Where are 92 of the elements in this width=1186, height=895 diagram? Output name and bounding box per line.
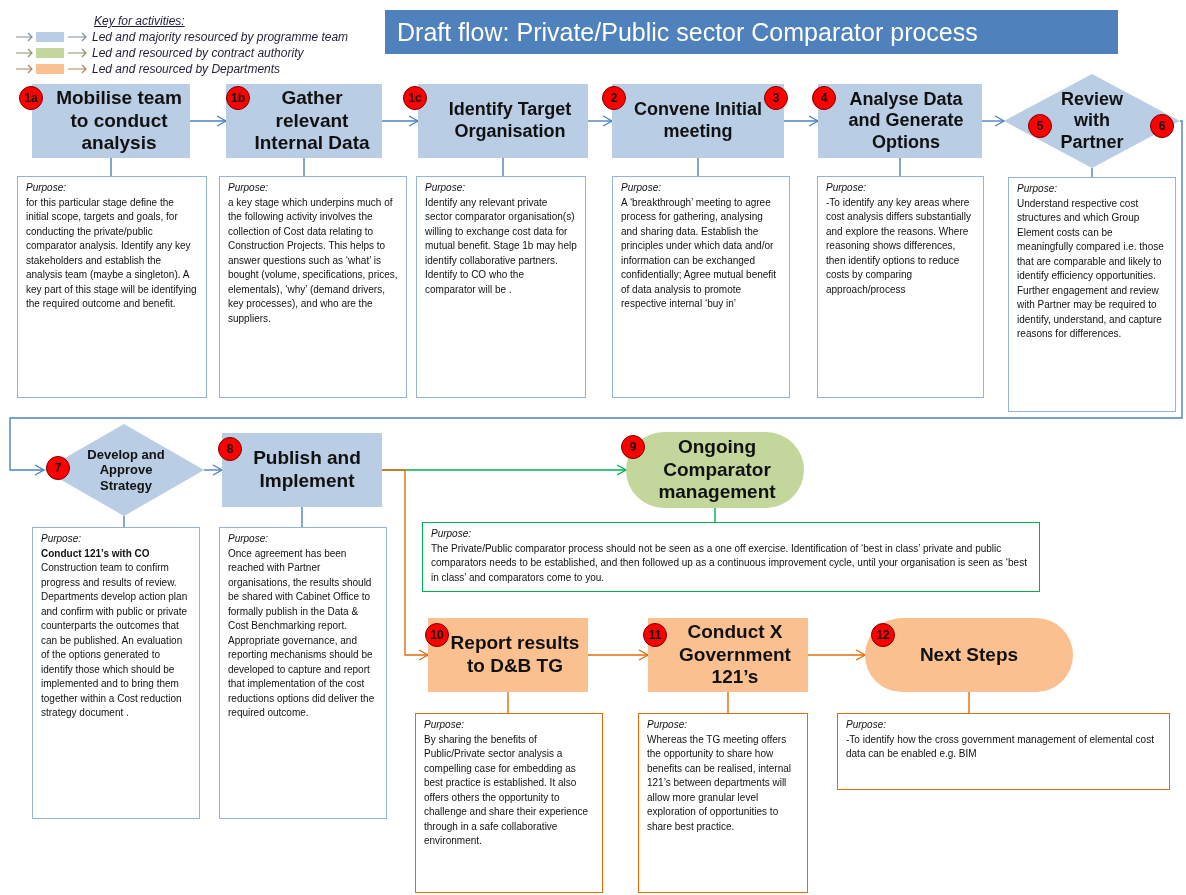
arrow bbox=[981, 115, 1005, 127]
purpose-text: By sharing the benefits of Public/Private sector analysis a compelling case for embedding as best practice is established. It also offers others the opportunity to challenge and share their experience through in a safe collaborative environment. bbox=[424, 732, 589, 848]
purpose-heading: Purpose: bbox=[846, 718, 888, 732]
purpose-box bbox=[612, 176, 790, 398]
purpose-heading: Purpose: bbox=[431, 527, 473, 541]
step-number-badge: 2 bbox=[602, 86, 626, 110]
purpose-text: The Private/Public comparator process should not be seen as a one off exercise. Identification of ‘best in class’ private and public comparators needs to be established, and then followed up as a continuous improvement cycle, until your organisation is seen as ‘best in class’ and comparators come to you. bbox=[431, 541, 1028, 585]
step-title: Convene Initial meeting bbox=[633, 99, 763, 143]
arrow bbox=[587, 115, 613, 127]
arrow bbox=[203, 464, 223, 476]
legend-text: Led and resourced by Departments bbox=[92, 61, 281, 76]
arrow bbox=[189, 115, 227, 127]
purpose-box bbox=[416, 176, 586, 398]
purpose-box bbox=[638, 713, 808, 893]
purpose-heading: Purpose: bbox=[424, 718, 466, 732]
step-number-badge: 1b bbox=[226, 86, 250, 110]
purpose-heading: Purpose: bbox=[228, 532, 270, 546]
purpose-heading: Purpose: bbox=[26, 181, 68, 195]
purpose-box bbox=[219, 176, 407, 398]
step-title: Report results to D&B TG bbox=[449, 632, 581, 678]
connector-line bbox=[899, 157, 901, 177]
purpose-heading: Purpose: bbox=[826, 181, 868, 195]
purpose-text: -To identify any key areas where cost analysis differs substantially and explore the reasons. Where reasoning shows differences, then identify options to reduce costs by comparing approach/process bbox=[826, 195, 972, 297]
purpose-box bbox=[1008, 177, 1176, 412]
connector-line bbox=[714, 507, 716, 523]
connector-line bbox=[110, 157, 112, 177]
connector-line bbox=[301, 506, 303, 528]
purpose-heading: Purpose: bbox=[41, 532, 83, 546]
step-title: Analyse Data and Generate Options bbox=[847, 88, 965, 154]
connector-line bbox=[1091, 167, 1093, 178]
step-title: Next Steps bbox=[919, 643, 1019, 667]
connector-line bbox=[502, 157, 504, 177]
step-title: Develop and Approve Strategy bbox=[86, 446, 166, 494]
step-title: Identify Target Organisation bbox=[447, 99, 573, 143]
process-box bbox=[226, 84, 382, 158]
connector-line bbox=[123, 515, 125, 528]
purpose-box bbox=[415, 713, 603, 893]
step-title: Review with Partner bbox=[1059, 88, 1125, 154]
purpose-box bbox=[837, 713, 1170, 790]
connector-line bbox=[507, 691, 509, 714]
legend-text: Led and majority resourced by programme team bbox=[92, 29, 349, 44]
connector-line bbox=[697, 157, 699, 177]
purpose-text: Once agreement has been reached with Partner organisations, the results should be shared with Cabinet Office to formally publish in the Data & Cost Benchmarking report. Appropriate governance, and reporting mechanisms should be developed to capture and report that implementation of the cost reductions options did deliver the required outcome. bbox=[228, 546, 376, 720]
purpose-heading: Purpose: bbox=[1017, 182, 1059, 196]
step-number-badge: 12 bbox=[871, 623, 895, 647]
step-number-badge: 7 bbox=[46, 456, 70, 480]
purpose-text: -To identify how the cross government management of elemental cost data can be enabled e.g. BIM bbox=[846, 732, 1155, 761]
step-title: Conduct X Government 121’s bbox=[678, 620, 792, 690]
step-number-badge: 3 bbox=[764, 86, 788, 110]
arrow bbox=[587, 649, 649, 661]
arrow bbox=[9, 120, 1183, 476]
purpose-heading: Purpose: bbox=[621, 181, 663, 195]
purpose-text: Understand respective cost structures and which Group Element costs can be meaningfully compared i.e. those that are comparable and likely to identify efficiency opportunities. Further engagement and review with Partner may be required to identify, understand, and capture reasons for differences. bbox=[1017, 196, 1165, 341]
connector-line bbox=[968, 691, 970, 714]
purpose-box bbox=[817, 176, 984, 398]
decision-diamond bbox=[1004, 74, 1180, 168]
step-number-badge: 4 bbox=[812, 86, 836, 110]
step-title: Publish and Implement bbox=[252, 447, 362, 493]
purpose-text: Conduct 121’s with CO Construction team to confirm progress and results of review. Departments develop action plan and confirm with public or private counterparts the outcomes that can be published. An evaluation of the options generated to identify those which should be implemented and to bring them together within a Cost reduction strategy document . bbox=[41, 546, 189, 720]
step-title: Ongoing Comparator management bbox=[657, 435, 777, 505]
arrow bbox=[381, 469, 429, 661]
step-number-badge: 8 bbox=[218, 437, 242, 461]
decision-diamond bbox=[44, 424, 204, 516]
step-number-badge: 1c bbox=[403, 86, 427, 110]
purpose-heading: Purpose: bbox=[425, 181, 467, 195]
step-number-badge: 10 bbox=[425, 623, 449, 647]
purpose-heading: Purpose: bbox=[647, 718, 689, 732]
title-banner: Draft flow: Private/Public sector Comparator process bbox=[385, 10, 1118, 54]
step-title: Mobilise team to conduct analysis bbox=[55, 86, 183, 156]
step-number-badge: 1a bbox=[19, 86, 43, 110]
process-box bbox=[428, 618, 588, 692]
purpose-text: Whereas the TG meeting offers the opportunity to share how benefits can be realised, internal 121’s between departments will allow more granular level exploration of opportunities to share best practice. bbox=[647, 732, 792, 834]
connector-line bbox=[303, 157, 305, 177]
legend-text: Led and resourced by contract authority bbox=[92, 45, 304, 60]
purpose-box bbox=[219, 527, 387, 819]
purpose-text: A ‘breakthrough’ meeting to agree process for gathering, analysing and sharing data. Establish the principles under which data and/or information can be exchanged confidentially; Agree mutual benefit of data analysis to promote respective internal ‘buy in’ bbox=[621, 195, 778, 311]
arrow bbox=[783, 115, 819, 127]
step-title: Gather relevant Internal Data bbox=[253, 86, 371, 156]
arrow bbox=[807, 649, 866, 661]
purpose-box bbox=[32, 527, 200, 819]
purpose-box bbox=[422, 522, 1040, 592]
step-number-badge: 6 bbox=[1150, 114, 1174, 138]
legend-title: Key for activities: bbox=[94, 14, 186, 28]
connector-line bbox=[727, 691, 729, 714]
purpose-text: for this particular stage define the initial scope, targets and goals, for conducting the private/public comparator analysis. Identify any key stakeholders and establish the analysis team (maybe a singleton). A key part of this stage will be identifying the required outcome and benefit. bbox=[26, 195, 198, 311]
purpose-heading: Purpose: bbox=[228, 181, 270, 195]
step-number-badge: 9 bbox=[621, 435, 645, 459]
purpose-text: a key stage which underpins much of the following activity involves the collection of Cost data relating to Construction Projects. This helps to answer questions such as ‘what’ is bought (volume, specifications, prices, elementals), ‘why’ (demand drivers, key processes), and who are the suppliers. bbox=[228, 195, 398, 326]
purpose-box bbox=[17, 176, 207, 398]
step-number-badge: 11 bbox=[643, 623, 667, 647]
arrow bbox=[381, 115, 419, 127]
purpose-text: Identify any relevant private sector comparator organisation(s) willing to exchange cost data for mutual benefit. Stage 1b may help identify collaborative partners. Identify to CO who the comparator will be . bbox=[425, 195, 577, 297]
